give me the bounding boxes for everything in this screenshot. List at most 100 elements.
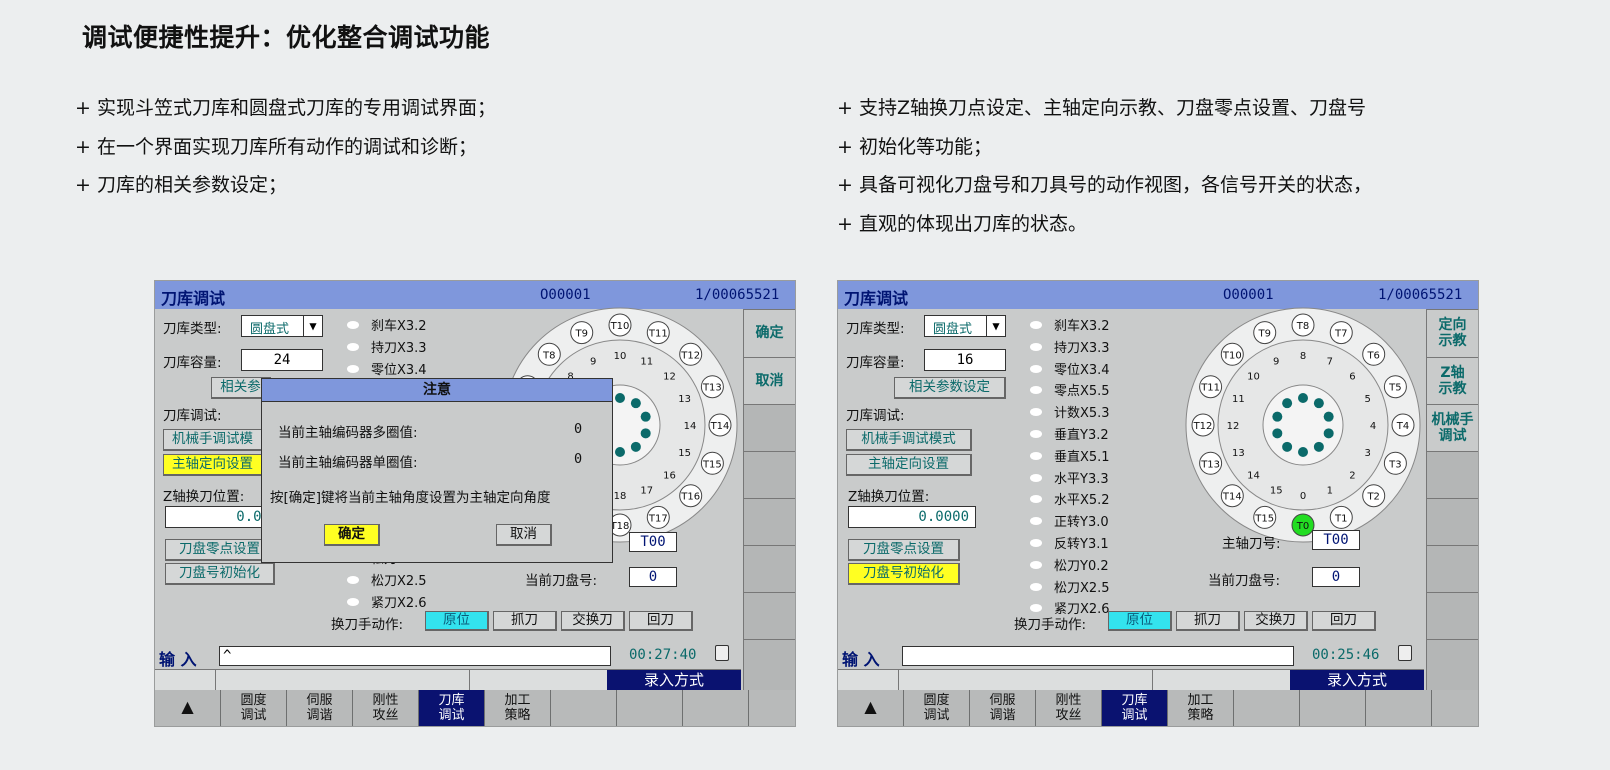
- screen-title-bar: 刀库调试 O00001 1/00065521: [155, 281, 795, 309]
- disk-zero-button[interactable]: 刀盘零点设置: [848, 539, 960, 561]
- fkey-roundness[interactable]: 圆度 调试: [904, 690, 970, 726]
- softkey-cancel[interactable]: 取消: [743, 357, 795, 404]
- signal-indicator: 紧刀X2.6: [347, 592, 427, 611]
- softkey-empty[interactable]: [1426, 545, 1478, 592]
- tool-pocket-label: T10: [610, 321, 630, 332]
- status-row: 录入方式: [838, 669, 1424, 690]
- softkey-confirm[interactable]: 确定: [743, 309, 795, 357]
- softkey-z-teach[interactable]: Z轴 示教: [1426, 357, 1478, 404]
- pocket-number: 16: [663, 470, 676, 481]
- action-home-button[interactable]: 原位: [1108, 611, 1172, 631]
- fkey-empty[interactable]: [683, 690, 749, 726]
- program-number: O00001: [540, 287, 591, 303]
- magazine-type-select[interactable]: 圆盘式 ▼: [924, 315, 1006, 337]
- fkey-empty[interactable]: [1366, 690, 1432, 726]
- pocket-number: 10: [1247, 372, 1260, 383]
- command-input[interactable]: ^: [219, 646, 611, 666]
- disk-init-button[interactable]: 刀盘号初始化: [165, 563, 275, 585]
- dialog-cancel-button[interactable]: 取消: [496, 524, 552, 546]
- tool-pocket: [1220, 342, 1244, 366]
- tool-pocket: [1391, 413, 1415, 437]
- pocket-number: 17: [640, 486, 653, 497]
- softkey-empty[interactable]: [743, 498, 795, 545]
- hub-dot: [1323, 411, 1334, 422]
- fkey-empty[interactable]: [1432, 690, 1478, 726]
- fkey-empty[interactable]: [1234, 690, 1300, 726]
- tool-pocket-label: T8: [1296, 321, 1309, 332]
- fkey-rigid-tap[interactable]: 刚性 攻丝: [353, 690, 419, 726]
- pocket-number: 4: [1370, 421, 1376, 432]
- tool-pocket: [537, 342, 561, 366]
- action-return-button[interactable]: 回刀: [629, 611, 693, 631]
- softkey-empty[interactable]: [1426, 451, 1478, 498]
- action-grab-button[interactable]: 抓刀: [1176, 611, 1240, 631]
- tool-pocket-label: T14: [710, 421, 730, 432]
- fkey-magazine-debug[interactable]: 刀库 调试: [1102, 690, 1168, 726]
- softkey-empty[interactable]: [743, 639, 795, 690]
- scroll-up-arrow-icon[interactable]: ▲: [838, 690, 904, 726]
- magazine-type-select[interactable]: 圆盘式 ▼: [241, 315, 323, 337]
- tool-pocket-label: T14: [1222, 492, 1242, 503]
- command-input[interactable]: [902, 646, 1294, 666]
- fkey-rigid-tap[interactable]: 刚性 攻丝: [1036, 690, 1102, 726]
- softkey-empty[interactable]: [743, 592, 795, 639]
- dialog-ok-button[interactable]: 确定: [324, 524, 380, 546]
- fkey-servo[interactable]: 伺服 调谐: [970, 690, 1036, 726]
- current-disk-label: 当前刀盘号:: [525, 573, 598, 589]
- z-axis-position-field[interactable]: 0.00: [165, 506, 275, 528]
- dropdown-arrow-icon[interactable]: ▼: [303, 316, 322, 336]
- fkey-empty[interactable]: [1300, 690, 1366, 726]
- z-axis-position-field[interactable]: 0.0000: [848, 506, 976, 528]
- action-swap-button[interactable]: 交换刀: [1244, 611, 1308, 631]
- function-key-bar: ▲ 圆度 调试 伺服 调谐 刚性 攻丝 刀库 调试 加工 策略: [155, 690, 795, 726]
- softkey-orient-teach[interactable]: 定向 示教: [1426, 309, 1478, 357]
- fkey-machining[interactable]: 加工 策略: [1168, 690, 1234, 726]
- disk-zero-button[interactable]: 刀盘零点设置: [165, 539, 275, 561]
- fkey-machining[interactable]: 加工 策略: [485, 690, 551, 726]
- fkey-empty[interactable]: [749, 690, 795, 726]
- fkey-empty[interactable]: [617, 690, 683, 726]
- scroll-up-arrow-icon[interactable]: ▲: [155, 690, 221, 726]
- tool-pocket: [1362, 484, 1386, 508]
- softkey-empty[interactable]: [1426, 639, 1478, 690]
- magazine-capacity-field[interactable]: 16: [924, 349, 1006, 371]
- spindle-orient-button[interactable]: 主轴定向设置: [163, 454, 263, 476]
- action-grab-button[interactable]: 抓刀: [493, 611, 557, 631]
- manipulator-mode-button[interactable]: 机械手调试模式: [846, 429, 972, 451]
- action-home-button[interactable]: 原位: [425, 611, 489, 631]
- spindle-orient-button[interactable]: 主轴定向设置: [846, 454, 972, 476]
- fkey-servo[interactable]: 伺服 调谐: [287, 690, 353, 726]
- softkey-manipulator-debug[interactable]: 机械手 调试: [1426, 404, 1478, 451]
- magazine-capacity-field[interactable]: 24: [241, 349, 323, 371]
- cnc-screen-magazine-debug: 刀库调试 O00001 1/00065521 刀库类型: 圆盘式 ▼ 刀库容量:…: [837, 280, 1479, 727]
- action-swap-button[interactable]: 交换刀: [561, 611, 625, 631]
- mode-indicator: 录入方式: [1290, 670, 1424, 690]
- fkey-roundness[interactable]: 圆度 调试: [221, 690, 287, 726]
- hub-dot: [1282, 398, 1293, 409]
- softkey-empty[interactable]: [743, 545, 795, 592]
- signal-indicator: 水平Y3.3: [1030, 468, 1109, 487]
- pocket-number: 6: [1349, 372, 1355, 383]
- magazine-capacity-label: 刀库容量:: [163, 355, 222, 371]
- bullet-item: 初始化等功能；: [837, 128, 1372, 167]
- softkey-empty[interactable]: [743, 404, 795, 451]
- tool-pocket-label: T2: [1366, 492, 1379, 503]
- pocket-number: 8: [1300, 351, 1306, 362]
- cnc-screen-with-dialog: 刀库调试 O00001 1/00065521 刀库类型: 圆盘式 ▼ 刀库容量:…: [154, 280, 796, 727]
- tool-pocket-label: T18: [610, 521, 630, 532]
- tool-pocket: [1220, 484, 1244, 508]
- hub-dot: [1272, 428, 1283, 439]
- softkey-empty[interactable]: [1426, 498, 1478, 545]
- softkey-empty[interactable]: [743, 451, 795, 498]
- manipulator-mode-button[interactable]: 机械手调试模: [163, 429, 263, 451]
- fkey-magazine-debug[interactable]: 刀库 调试: [419, 690, 485, 726]
- dropdown-arrow-icon[interactable]: ▼: [986, 316, 1005, 336]
- softkey-empty[interactable]: [1426, 592, 1478, 639]
- action-return-button[interactable]: 回刀: [1312, 611, 1376, 631]
- fkey-empty[interactable]: [551, 690, 617, 726]
- disk-init-button[interactable]: 刀盘号初始化: [848, 563, 960, 585]
- tool-pocket: [646, 321, 670, 345]
- related-params-button[interactable]: 相关参数设定: [894, 377, 1006, 399]
- bullet-item: 具备可视化刀盘号和刀具号的动作视图，各信号开关的状态，: [837, 166, 1372, 205]
